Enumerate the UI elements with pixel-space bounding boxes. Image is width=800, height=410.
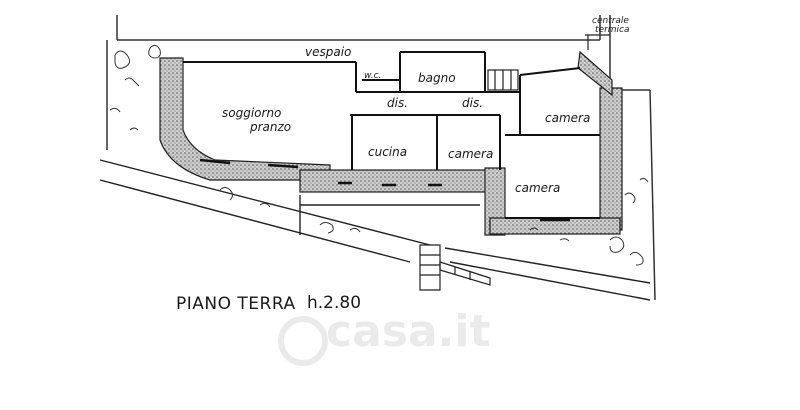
label-camera-2: camera — [545, 111, 591, 125]
label-soggiorno: soggiorno — [222, 106, 282, 120]
label-centrale: centrale — [592, 16, 629, 26]
label-camera-1: camera — [448, 147, 494, 161]
label-bagno: bagno — [418, 71, 456, 85]
plan-height-label: h.2.80 — [307, 293, 362, 313]
watermark-logo-icon — [278, 316, 328, 366]
label-pranzo: pranzo — [250, 120, 292, 134]
label-termica: termica — [595, 25, 630, 35]
entrance-stairs — [419, 244, 491, 291]
thick-walls — [159, 50, 623, 236]
label-camera-3: camera — [515, 181, 561, 195]
plan-title: PIANO TERRA — [176, 294, 296, 314]
openings — [199, 158, 570, 222]
label-cucina: cucina — [368, 145, 408, 159]
label-dis-1: dis. — [387, 96, 409, 110]
ground-lines — [99, 159, 651, 301]
label-vespaio: vespaio — [305, 45, 352, 59]
walls — [183, 51, 600, 219]
watermark: casa.it — [326, 306, 491, 357]
centrale-termica-box — [585, 34, 610, 50]
label-wc: w.c. — [364, 71, 382, 81]
label-dis-2: dis. — [462, 96, 484, 110]
steps — [487, 69, 519, 91]
drawing-frame — [106, 15, 656, 301]
vegetation — [109, 44, 649, 266]
